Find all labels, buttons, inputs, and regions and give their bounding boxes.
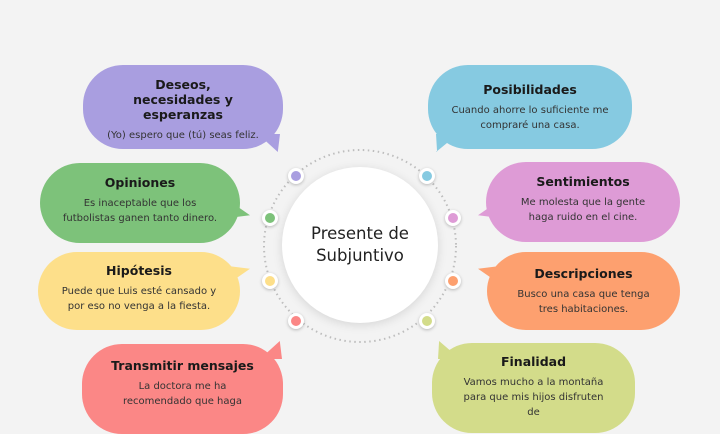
bubble-transmitir: Transmitir mensajes La doctora me ha rec…	[82, 344, 283, 434]
center-title: Presente de Subjuntivo	[282, 167, 438, 323]
bubble-title: Deseos, necesidades y esperanzas	[133, 77, 233, 122]
bubble-example: Me molesta que la gente haga ruido en el…	[520, 197, 646, 223]
bubble-example: Es inaceptable que los futbolistas ganen…	[62, 198, 218, 224]
bubble-example: (Yo) espero que (tú) seas feliz.	[107, 130, 259, 141]
dot-opiniones	[262, 210, 278, 226]
bubble-opiniones: Opiniones Es inaceptable que los futboli…	[40, 163, 240, 243]
bubble-example: La doctora me ha recomendado que haga	[123, 381, 242, 407]
bubble-example: Cuando ahorre lo suficiente me compraré …	[451, 105, 609, 131]
bubble-sentimientos: Sentimientos Me molesta que la gente hag…	[486, 162, 680, 242]
dot-sentimientos	[445, 210, 461, 226]
dot-transmitir	[288, 313, 304, 329]
bubble-title: Sentimientos	[536, 174, 630, 189]
bubble-title: Opiniones	[104, 175, 176, 190]
bubble-example: Busco una casa que tenga tres habitacion…	[517, 289, 650, 315]
bubble-title: Descripciones	[534, 266, 633, 281]
dot-deseos	[288, 168, 304, 184]
bubble-title: Posibilidades	[483, 82, 577, 97]
dot-hipotesis	[262, 273, 278, 289]
bubble-title: Finalidad	[500, 354, 567, 369]
bubble-hipotesis: Hipótesis Puede que Luis esté cansado y …	[38, 252, 240, 330]
bubble-title: Transmitir mensajes	[111, 358, 254, 373]
bubble-example: Vamos mucho a la montaña para que mis hi…	[463, 377, 604, 418]
dotted-ring	[263, 149, 457, 343]
bubble-title: Hipótesis	[106, 263, 172, 278]
bubble-example: Puede que Luis esté cansado y por eso no…	[61, 286, 217, 312]
bubble-descripciones: Descripciones Busco una casa que tenga t…	[487, 252, 680, 330]
center-title-text: Presente de Subjuntivo	[311, 224, 409, 265]
bubble-posibilidades: Posibilidades Cuando ahorre lo suficient…	[428, 65, 632, 149]
dot-finalidad	[419, 313, 435, 329]
bubble-finalidad: Finalidad Vamos mucho a la montaña para …	[432, 343, 635, 433]
dot-descripciones	[445, 273, 461, 289]
bubble-deseos: Deseos, necesidades y esperanzas (Yo) es…	[83, 65, 283, 149]
dot-posibilidades	[419, 168, 435, 184]
